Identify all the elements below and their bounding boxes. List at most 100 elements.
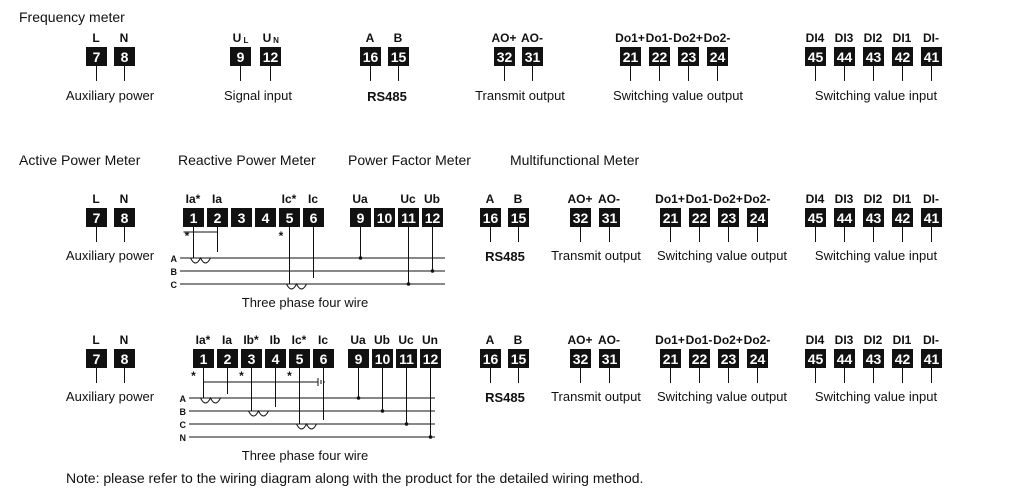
row2-switch-out-terminal-0-box [660,208,681,227]
r1-switch-in-label-2: DI2 [864,31,883,45]
row2-aux-caption: Auxiliary power [66,248,155,263]
row2-switch-in-terminal-0-box [805,208,826,227]
row2-switch-out-terminal-2-box [718,208,739,227]
row3-current-terminal-3: 4 [272,351,280,367]
row2-switch-in-label-1: DI3 [835,192,854,206]
row3-voltage-terminal-1: 10 [375,351,391,367]
r1-switch-out-terminal-0: 21 [623,49,639,65]
r1-switch-in-terminal-3-box [892,47,913,66]
row3-phase-label-0: A [180,394,187,404]
r1-signal-label-0: U [233,31,242,45]
r1-switch-in-label-4: DI- [923,31,939,45]
r1-aux-label-1: N [120,31,129,45]
active-power-meter-title: Active Power Meter [19,152,141,168]
r1-rs485-terminal-0: 16 [363,49,379,65]
row3-voltage-terminal-2-box [396,349,417,368]
row2-ct-a-coil [190,256,211,264]
row2-transmit-terminal-0-box [570,208,591,227]
row3-transmit-label-0: AO+ [567,333,592,347]
row3-switch-in-terminal-2-box [863,349,884,368]
row2-voltage-label-2: Ub [424,192,440,206]
row3-current-terminal-2-box [241,349,262,368]
row3-switch-out-label-3: Do2- [744,333,771,347]
row2-switch-out-label-2: Do2+ [713,192,743,206]
row2-aux-terminal-0: 7 [93,210,101,226]
row2-current-terminal-0-box [183,208,204,227]
r1-switch-out-terminal-1: 22 [652,49,668,65]
r1-switch-out-label-1: Do1- [646,31,673,45]
row3-switch-in-terminal-0-box [805,349,826,368]
row2-volt-dot-b [430,269,435,273]
row3-current-terminal-1: 2 [224,351,232,367]
r1-switch-in-terminal-0-box [805,47,826,66]
row3-aux-terminal-1-box [114,349,135,368]
row3-ct-2-coil [296,422,317,430]
row2-phase-label-1: B [171,267,178,277]
row2-switch-in-terminal-4-box [921,208,942,227]
r1-switch-out-terminal-2-box [678,47,699,66]
row2-switch-in-terminal-1: 44 [837,210,853,226]
row2-transmit-caption: Transmit output [551,248,641,263]
row2-current-terminal-2-box [231,208,252,227]
row2-transmit-terminal-1-box [599,208,620,227]
row3-switch-in-label-1: DI3 [835,333,854,347]
power-factor-meter-title: Power Factor Meter [348,152,471,168]
row3-switch-out-label-2: Do2+ [713,333,743,347]
row3-current-terminal-5-box [313,349,334,368]
r1-signal-terminal-0-box [230,47,251,66]
row3-rs485-terminal-0-box [480,349,501,368]
row3-switch-in-terminal-1: 44 [837,351,853,367]
row2-transmit-terminal-1: 31 [602,210,618,226]
row3-rs485-label-1: B [514,333,523,347]
reactive-power-meter-title: Reactive Power Meter [178,152,316,168]
row2-switch-in-label-3: DI1 [893,192,912,206]
r1-transmit-label-1: AO- [521,31,543,45]
row3-switch-in-label-0: DI4 [806,333,825,347]
row2-voltage-terminal-3-box [422,208,443,227]
row3-current-label-4: Ic* [292,333,307,347]
r1-switch-in-terminal-1: 44 [837,49,853,65]
r1-aux-caption: Auxiliary power [66,88,155,103]
row3-switch-out-label-0: Do1+ [655,333,685,347]
row3-current-terminal-5: 6 [320,351,328,367]
r1-signal-caption: Signal input [224,88,292,103]
row2-aux-terminal-1: 8 [121,210,129,226]
row3-switch-in-terminal-3-box [892,349,913,368]
r1-aux-terminal-0-box [86,47,107,66]
r1-switch-in-terminal-4-box [921,47,942,66]
row2-rs485-terminal-0: 16 [483,210,499,226]
row2-voltage-label-0: Ua [352,192,368,206]
multifunctional-meter-title: Multifunctional Meter [510,152,640,168]
row3-switch-in-terminal-0: 45 [808,351,824,367]
row3-star-0: * [191,369,196,383]
row2-current-label-3: Ic [308,192,318,206]
row2-aux-label-0: L [92,192,99,206]
row3-switch-in-terminal-4: 41 [924,351,940,367]
row3-aux-label-1: N [120,333,129,347]
row2-ct-c-coil [286,282,307,290]
row3-voltage-terminal-3-box [420,349,441,368]
row2-switch-out-terminal-2: 23 [721,210,737,226]
row3-switch-in-terminal-2: 43 [866,351,882,367]
row3-phase-label-2: C [180,420,187,430]
row2-rs485-terminal-1-box [508,208,529,227]
r1-switch-in-label-0: DI4 [806,31,825,45]
r1-signal-label-1: U [263,31,272,45]
row3-current-terminal-2: 3 [248,351,256,367]
row3-switch-in-terminal-4-box [921,349,942,368]
row3-switch-in-label-3: DI1 [893,333,912,347]
row2-switch-out-terminal-0: 21 [663,210,679,226]
row3-voltage-terminal-1-box [372,349,393,368]
row3-switch-in-caption: Switching value input [815,389,938,404]
row3-current-terminal-4: 5 [296,351,304,367]
row3-aux-caption: Auxiliary power [66,389,155,404]
row3-voltage-terminal-2: 11 [399,351,414,367]
row3-switch-in-label-2: DI2 [864,333,883,347]
row2-switch-in-terminal-1-box [834,208,855,227]
row2-volt-dot-a [358,256,363,260]
r1-aux-terminal-1: 8 [121,49,129,65]
r1-switch-out-label-3: Do2- [704,31,731,45]
row3-current-terminal-4-box [289,349,310,368]
row3-phase-label-3: N [180,433,187,443]
row3-volt-dot-3 [428,435,433,439]
